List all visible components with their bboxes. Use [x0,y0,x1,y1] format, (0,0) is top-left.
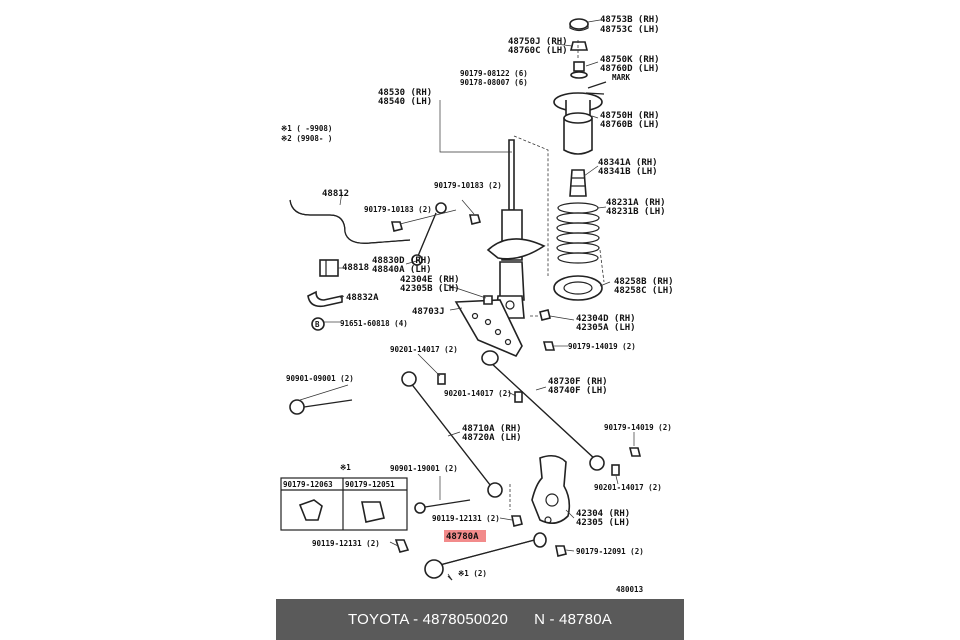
nut-90179-14019-a [542,341,556,351]
top-nut-cap [569,18,589,32]
caption-reference-number: N - 48780A [534,611,612,628]
label-48703j: 48703J [412,307,445,317]
label-48753c: 48753C (LH) [600,25,660,35]
bolt-90119-12131 [394,515,523,553]
label-48760d: 48760D (LH) [600,64,660,74]
label-42304e: 42304E (RH) [400,275,460,285]
coil-spring [556,202,600,264]
note-1: ※1 ( -9908) [281,124,332,133]
nut-90179-14019-b [628,447,642,457]
label-48830d: 48830D (RH) [372,256,432,266]
arm-48710a [401,371,503,498]
washer-90201 [437,373,620,476]
bolt-90901-19001 [414,499,471,514]
arm-48730f [481,350,605,471]
shock-absorber [486,139,546,319]
label-90179-14019-b: 90179-14019 (2) [604,423,672,432]
rear-carrier-42304 [531,454,571,524]
label-90201-14017-b: 90201-14017 (2) [444,389,512,398]
label-90179-08122: 90179-08122 (6) [460,69,528,78]
highlight-box [444,530,486,542]
bolt-91651: B [311,317,325,331]
label-90201-14017-c: 90201-14017 (2) [594,483,662,492]
nut-90179-12091 [555,545,567,557]
label-90179-14019-a: 90179-14019 (2) [568,342,636,351]
label-48710a: 48710A (RH) [462,424,522,434]
label-90119-12131-a: 90119-12131 (2) [432,514,500,523]
label-48840a: 48840A (LH) [372,265,432,275]
upper-insulator [563,112,593,155]
caption-brand-part-number: TOYOTA - 4878050020 [348,611,509,628]
label-48258b: 48258B (RH) [614,277,674,287]
label-42304d: 42304D (RH) [576,314,636,324]
label-mark: MARK [612,73,631,82]
label-90119-12131-b: 90119-12131 (2) [312,539,380,548]
label-90179-12063: 90179-12063 [283,480,333,489]
label-90178-08007: 90178-08007 (6) [460,78,528,87]
label-90179-10183-b: 90179-10183 (2) [364,205,432,214]
label-48750j: 48750J (RH) [508,37,568,47]
stabilizer-bushing [319,259,339,277]
label-48530: 48530 (RH) [378,88,432,98]
svg-text:B: B [315,320,320,329]
leader-lines [299,19,635,581]
label-48740f: 48740F (LH) [548,386,608,396]
bolt-42304d [530,309,551,321]
label-48540: 48540 (LH) [378,97,432,107]
label-48730f: 48730F (RH) [548,377,608,387]
label-48341b: 48341B (LH) [598,167,658,177]
mark-1: ※1 [340,463,351,472]
stabilizer-link [411,202,447,266]
label-48753b: 48753B (RH) [600,15,660,25]
label-90179-10183-a: 90179-10183 (2) [434,181,502,190]
label-48720a: 48720A (LH) [462,433,522,443]
spring-seat [553,275,603,301]
label-42304: 42304 (RH) [576,509,630,519]
label-48258c: 48258C (LH) [614,286,674,296]
label-90901-09001: 90901-09001 (2) [286,374,354,383]
label-42305: 42305 (LH) [576,518,630,528]
bolt-90901-09001 [289,399,353,415]
label-48341a: 48341A (RH) [598,158,658,168]
note-bottom: ※1 (2) [458,569,487,578]
label-90901-19001: 90901-19001 (2) [390,464,458,473]
label-42305a: 42305A (LH) [576,323,636,333]
stabilizer-bracket [307,290,343,308]
nut-90179-10183 [391,214,481,232]
label-48832a: 48832A [346,293,379,303]
label-90201-14017-a: 90201-14017 (2) [390,345,458,354]
label-48780a: 48780A [446,532,479,542]
label-48231a: 48231A (RH) [606,198,666,208]
label-42305b: 42305B (LH) [400,284,460,294]
label-48812: 48812 [322,189,349,199]
labels: 48753B (RH) 48753C (LH) 48750J (RH) 4876… [281,15,674,594]
arm-48780a [424,532,547,581]
label-90179-12091: 90179-12091 (2) [576,547,644,556]
inset-box [280,477,408,531]
figure-number: 480013 [616,585,644,594]
caption-bar: TOYOTA - 4878050020 N - 48780A [276,599,684,640]
label-91651-60818: 91651-60818 (4) [340,319,408,328]
top-nut [569,41,589,51]
label-48818: 48818 [342,263,369,273]
label-48231b: 48231B (LH) [606,207,666,217]
bumper [569,169,587,197]
upper-washer [570,61,588,79]
label-48750k: 48750K (RH) [600,55,660,65]
label-48760c: 48760C (LH) [508,46,568,56]
label-90179-12051: 90179-12051 [345,480,395,489]
stabilizer-bar [289,199,411,244]
label-48750h: 48750H (RH) [600,111,660,121]
label-48760b: 48760B (LH) [600,120,660,130]
note-2: ※2 (9908- ) [281,134,332,143]
bolt-42304e [483,295,493,305]
